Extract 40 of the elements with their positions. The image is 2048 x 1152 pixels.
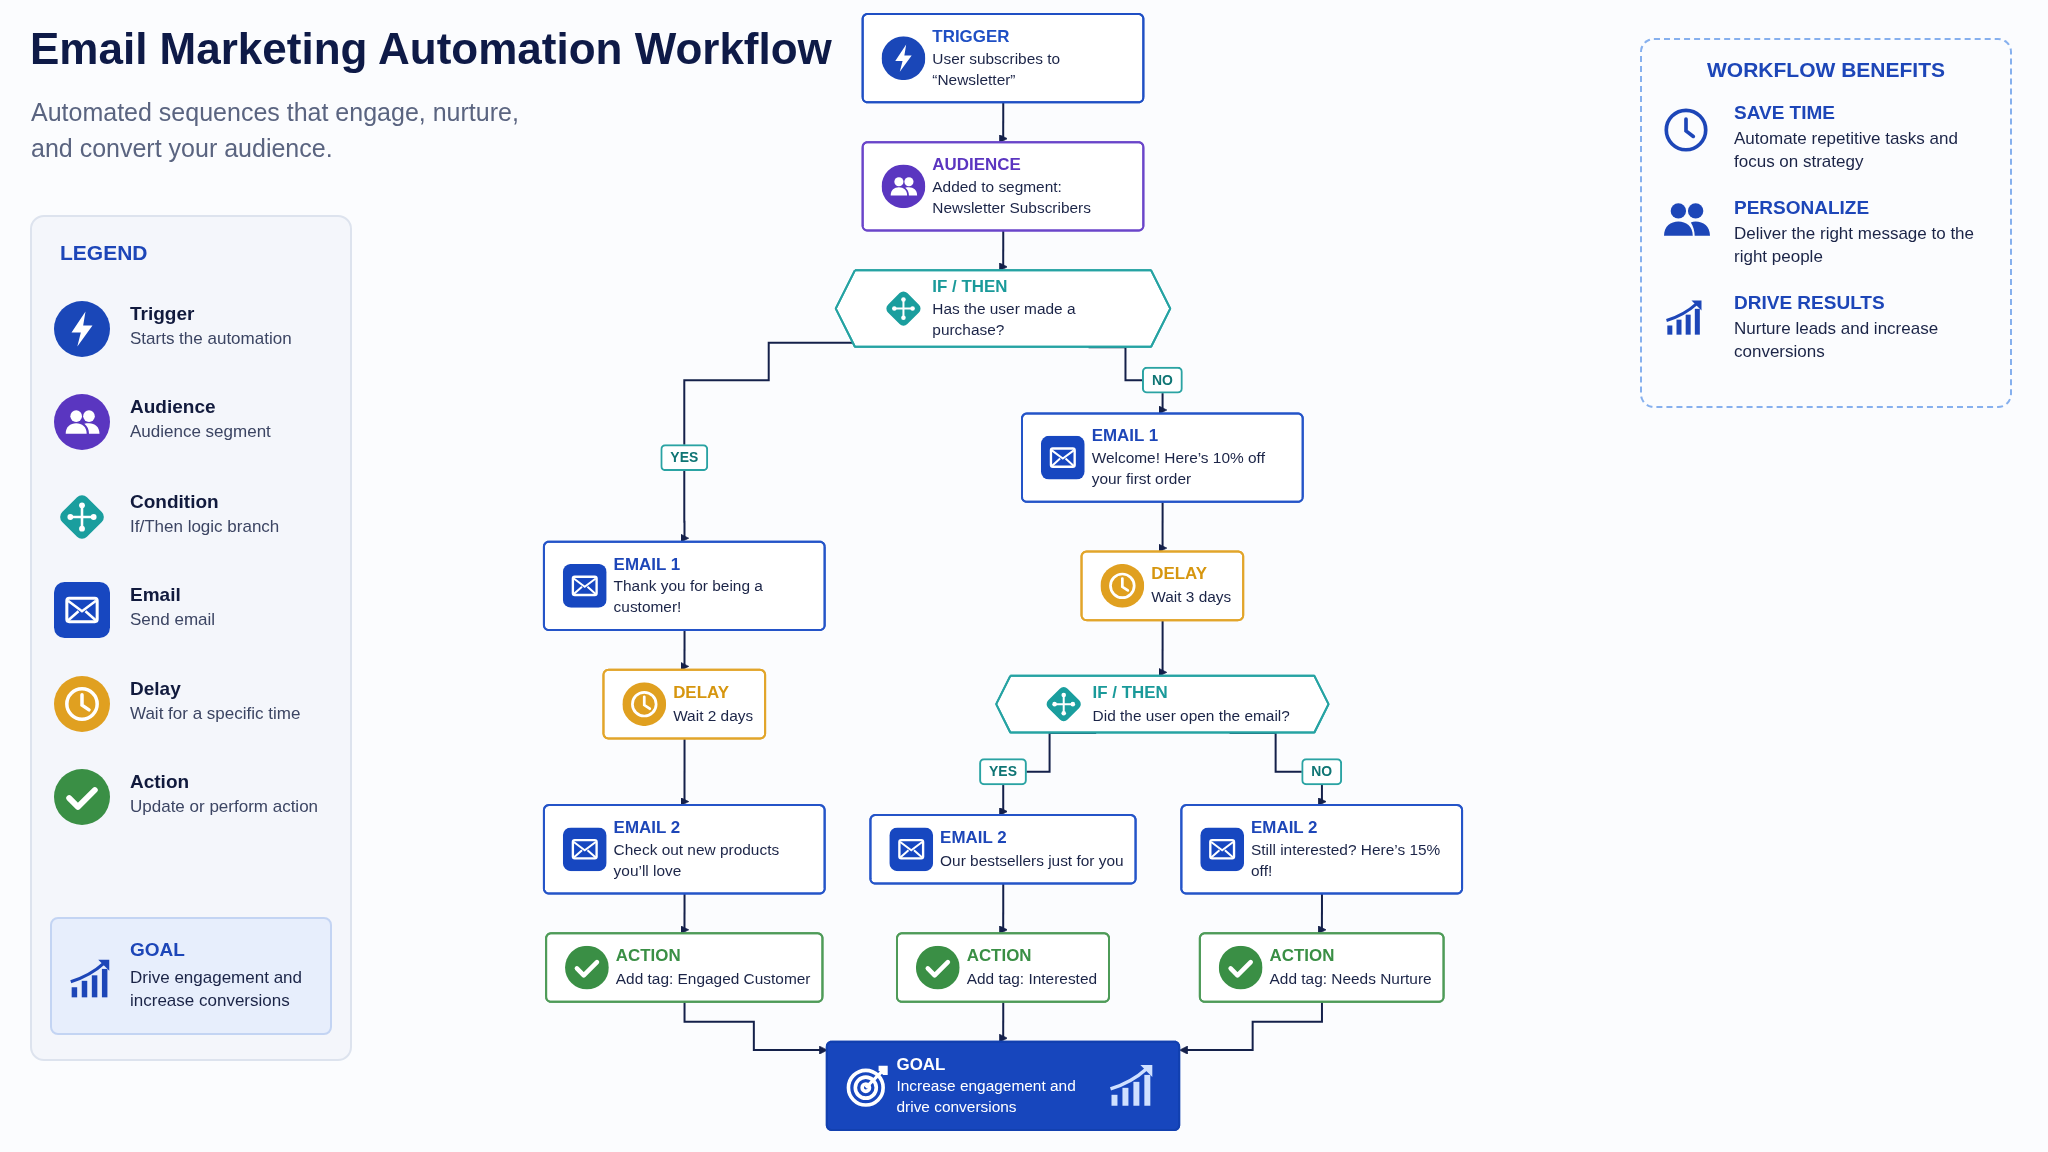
benefit-heading: SAVE TIME (1734, 102, 1835, 124)
edge-label: YES (670, 449, 699, 466)
arrow (1179, 1001, 1324, 1055)
edge-label: NO (1311, 763, 1333, 780)
benefit-description: Deliver the right message to the right people (1734, 223, 1975, 268)
arrow (680, 737, 690, 806)
arrow (999, 230, 1008, 272)
legend-label: Audience (130, 396, 216, 418)
arrow (680, 892, 690, 935)
edge-label: YES (989, 763, 1017, 780)
arrow (680, 341, 855, 543)
benefit-description: Nurture leads and increase conversions (1734, 318, 1940, 363)
title: Email Marketing Automation Workflow (30, 24, 832, 75)
arrow (1317, 892, 1327, 935)
panel-heading: WORKFLOW BENEFITS (1706, 58, 1946, 82)
legend-label: Email (130, 584, 181, 606)
arrow (1158, 501, 1168, 553)
edge-label: NO (1151, 371, 1173, 388)
legend-heading: LEGEND (60, 241, 148, 265)
goal-heading: GOAL (130, 939, 185, 961)
legend-description: Audience segment (130, 422, 271, 442)
arrow (999, 883, 1008, 935)
legend-description: Send email (130, 610, 216, 630)
legend-label: Trigger (130, 303, 195, 325)
legend-description: Wait for a specific time (130, 704, 301, 724)
arrow (999, 101, 1008, 144)
arrow (680, 629, 690, 671)
benefit-heading: DRIVE RESULTS (1734, 292, 1885, 314)
benefit-heading: PERSONALIZE (1734, 197, 1870, 219)
benefit-description: Automate repetitive tasks and focus on strategy (1734, 128, 1959, 173)
arrow (1158, 619, 1168, 677)
legend-label: Delay (130, 678, 181, 700)
legend-description: If/Then logic branch (130, 517, 280, 537)
legend-description: Starts the automation (130, 329, 292, 349)
subtitle: Automated sequences that engage, nurture, and convert your audience. (31, 97, 520, 165)
legend-label: Action (130, 771, 190, 793)
goal-description: Drive engagement and increase conversions (130, 967, 303, 1012)
legend-description: Update or perform action (130, 797, 319, 817)
legend-label: Condition (130, 491, 219, 513)
arrow (999, 1001, 1008, 1043)
